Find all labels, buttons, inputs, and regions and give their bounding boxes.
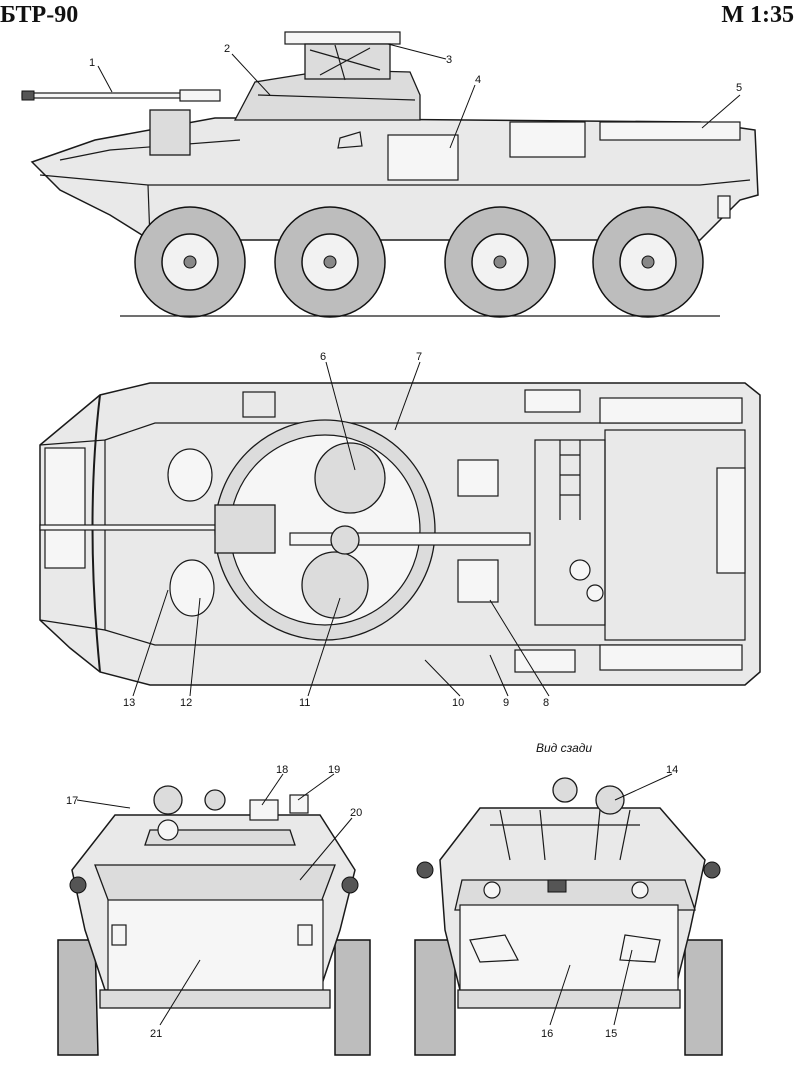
callout-7: 7 xyxy=(416,351,422,363)
roof-hatch-rear xyxy=(457,559,499,603)
callout-11: 11 xyxy=(299,697,310,709)
wheel-4 xyxy=(592,206,704,318)
top-view xyxy=(39,382,761,686)
front-right-tyre xyxy=(334,939,371,1056)
turret-hatch-upper xyxy=(314,442,386,514)
callout-9: 9 xyxy=(503,697,509,709)
muzzle-brake xyxy=(21,90,35,101)
front-sight-left xyxy=(153,785,183,815)
rear-right-tyre xyxy=(684,939,723,1056)
side-view xyxy=(21,31,759,318)
front-glacis-plate xyxy=(107,899,324,993)
rear-left-tyre xyxy=(414,939,456,1056)
rear-door-right xyxy=(619,934,661,963)
callout-14: 14 xyxy=(666,764,678,776)
wheel-1 xyxy=(134,206,246,318)
wheel-3 xyxy=(444,206,556,318)
callout-12: 12 xyxy=(180,697,192,709)
front-trim-vane xyxy=(44,447,86,569)
leader-lines xyxy=(76,43,741,1026)
wheel-2 xyxy=(274,206,386,318)
top-stowage-right xyxy=(599,644,743,671)
rear-door-left xyxy=(469,934,519,963)
callout-8: 8 xyxy=(543,697,549,709)
drawing-scale: М 1:35 xyxy=(721,2,794,28)
side-turret xyxy=(233,69,421,121)
callout-6: 6 xyxy=(320,351,326,363)
side-stowage-box xyxy=(599,121,741,141)
rear-view xyxy=(414,777,723,1056)
callout-17: 17 xyxy=(66,795,78,807)
callout-numbers: 1 2 3 4 5 6 7 8 9 10 11 12 13 14 15 16 1… xyxy=(66,43,742,1040)
callout-15: 15 xyxy=(605,1028,617,1040)
callout-20: 20 xyxy=(350,807,362,819)
rear-sight xyxy=(552,777,578,803)
front-view xyxy=(57,785,371,1056)
turret-hatch-lower xyxy=(301,551,369,619)
callout-1: 1 xyxy=(89,57,95,69)
top-stowage-left xyxy=(599,397,743,424)
callout-3: 3 xyxy=(446,54,452,66)
driver-hatch xyxy=(167,448,213,502)
front-sight-center xyxy=(204,789,226,811)
callout-5: 5 xyxy=(736,82,742,94)
side-door xyxy=(387,134,459,181)
atgm-tube xyxy=(289,532,531,546)
callout-21: 21 xyxy=(150,1028,162,1040)
callout-13: 13 xyxy=(123,697,135,709)
front-left-tyre xyxy=(57,939,99,1056)
drawing-title: БТР-90 xyxy=(0,2,79,28)
atgm-launcher xyxy=(284,31,401,45)
callout-10: 10 xyxy=(452,697,464,709)
rear-view-caption: Вид сзади xyxy=(536,741,593,755)
roof-hatch-front xyxy=(457,459,499,497)
commander-hatch xyxy=(169,559,215,617)
callout-19: 19 xyxy=(328,764,340,776)
callout-18: 18 xyxy=(276,764,288,776)
callout-16: 16 xyxy=(541,1028,553,1040)
callout-2: 2 xyxy=(224,43,230,55)
callout-4: 4 xyxy=(475,74,481,86)
